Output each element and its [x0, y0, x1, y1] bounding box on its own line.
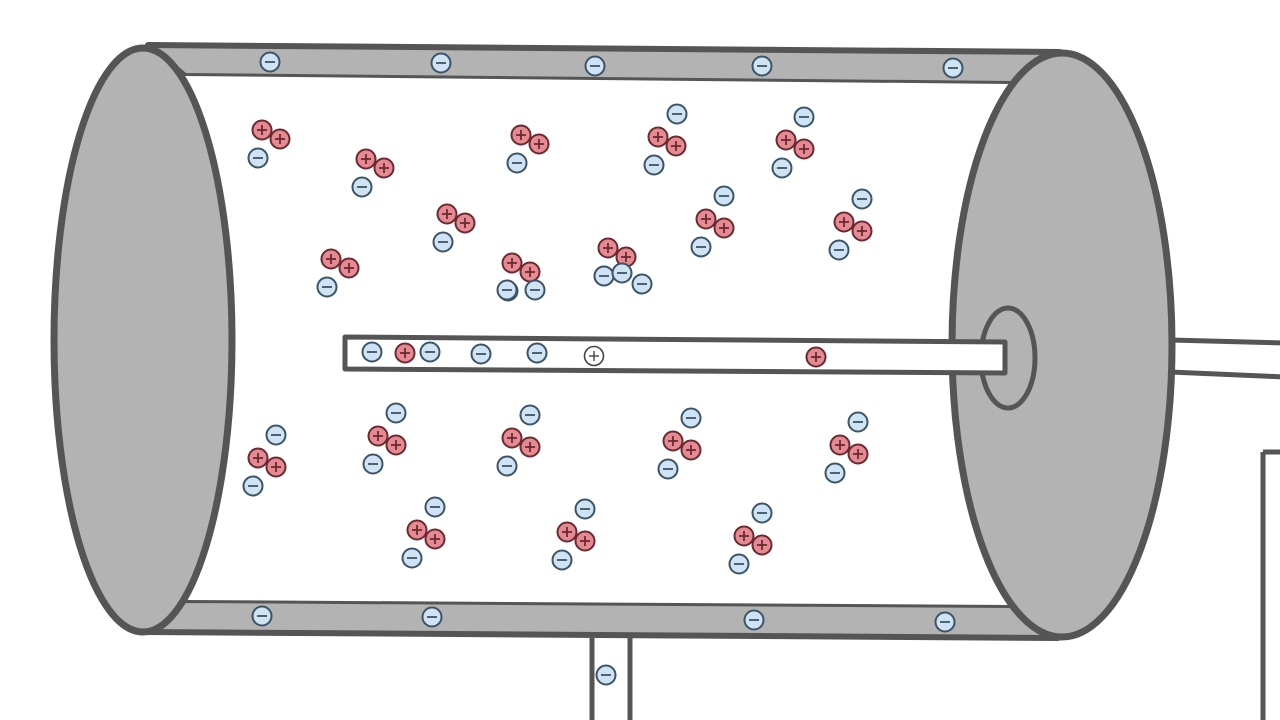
proton-icon [519, 436, 541, 458]
electron-icon [362, 453, 384, 475]
chamber-structure [50, 42, 1280, 720]
electron-icon [631, 273, 653, 295]
proton-icon [510, 124, 532, 146]
wall-electron-icon [743, 609, 765, 631]
electron-icon [751, 502, 773, 524]
electron-icon [265, 424, 287, 446]
proton-icon [373, 157, 395, 179]
proton-icon [733, 525, 755, 547]
proton-icon [519, 261, 541, 283]
electron-icon [690, 236, 712, 258]
electron-icon [793, 106, 815, 128]
proton-icon [385, 434, 407, 456]
wall-electron-icon [259, 51, 281, 73]
electron-icon [551, 549, 573, 571]
electron-icon [611, 262, 633, 284]
electron-icon [643, 154, 665, 176]
electrode-proton-icon [394, 342, 416, 364]
proton-icon [269, 128, 291, 150]
proton-icon [662, 430, 684, 452]
electron-icon [424, 496, 446, 518]
proton-icon [338, 257, 360, 279]
proton-icon [265, 456, 287, 478]
bottom-wire [589, 638, 633, 720]
central-electrode [342, 334, 1008, 376]
electron-icon [666, 103, 688, 125]
electron-icon [432, 231, 454, 253]
wall-electron-icon [421, 606, 443, 628]
proton-icon [406, 519, 428, 541]
hole-icon [583, 345, 605, 367]
wall-electron-icon [942, 57, 964, 79]
bottom-wall [142, 597, 1061, 641]
proton-icon [247, 447, 269, 469]
proton-icon [665, 135, 687, 157]
electron-icon [657, 458, 679, 480]
proton-icon [775, 129, 797, 151]
proton-icon [251, 119, 273, 141]
electron-icon [728, 553, 750, 575]
electron-icon [680, 407, 702, 429]
proton-icon [833, 211, 855, 233]
proton-icon [695, 208, 717, 230]
electron-icon [316, 276, 338, 298]
electron-icon [506, 152, 528, 174]
proton-icon [528, 133, 550, 155]
left-end-cap [50, 44, 236, 636]
electron-icon [847, 411, 869, 433]
electron-icon [242, 475, 264, 497]
proton-icon [829, 434, 851, 456]
proton-icon [615, 246, 637, 268]
proton-icon [424, 528, 446, 550]
electron-icon [519, 404, 541, 426]
electron-icon [824, 462, 846, 484]
external-box [1260, 449, 1280, 720]
proton-icon [320, 248, 342, 270]
electron-icon [496, 455, 518, 477]
proton-icon [355, 148, 377, 170]
proton-icon [367, 425, 389, 447]
electron-icon [385, 402, 407, 424]
electron-icon [351, 176, 373, 198]
proton-icon [501, 252, 523, 274]
electrode-electron-icon [526, 342, 548, 364]
proton-icon [454, 212, 476, 234]
wall-electron-icon [584, 55, 606, 77]
proton-icon [574, 530, 596, 552]
electron-icon [574, 498, 596, 520]
proton-icon [851, 220, 873, 242]
proton-icon [793, 138, 815, 160]
electron-icon [851, 188, 873, 210]
wall-electron-icon [430, 52, 452, 74]
wall-electron-icon [251, 605, 273, 627]
proton-icon [751, 534, 773, 556]
electron-icon [247, 147, 269, 169]
electron-icon [713, 185, 735, 207]
electron-icon [496, 279, 518, 301]
charges-layer [242, 51, 964, 686]
proton-icon [680, 439, 702, 461]
output-wire [1169, 337, 1280, 380]
proton-icon [647, 126, 669, 148]
wall-electron-icon [934, 611, 956, 633]
electrode-electron-icon [470, 343, 492, 365]
electron-icon [593, 265, 615, 287]
electron-icon [828, 239, 850, 261]
electrode-electron-icon [361, 341, 383, 363]
electron-icon [771, 157, 793, 179]
wire-electron-icon [595, 664, 617, 686]
electron-icon [401, 547, 423, 569]
electrode-proton-icon [805, 346, 827, 368]
proton-icon [847, 443, 869, 465]
proton-icon [436, 203, 458, 225]
proton-icon [713, 217, 735, 239]
electrode-electron-icon [419, 341, 441, 363]
electron-icon [524, 279, 546, 301]
proton-icon [597, 237, 619, 259]
proton-icon [501, 427, 523, 449]
wall-electron-icon [751, 55, 773, 77]
proton-icon [556, 521, 578, 543]
